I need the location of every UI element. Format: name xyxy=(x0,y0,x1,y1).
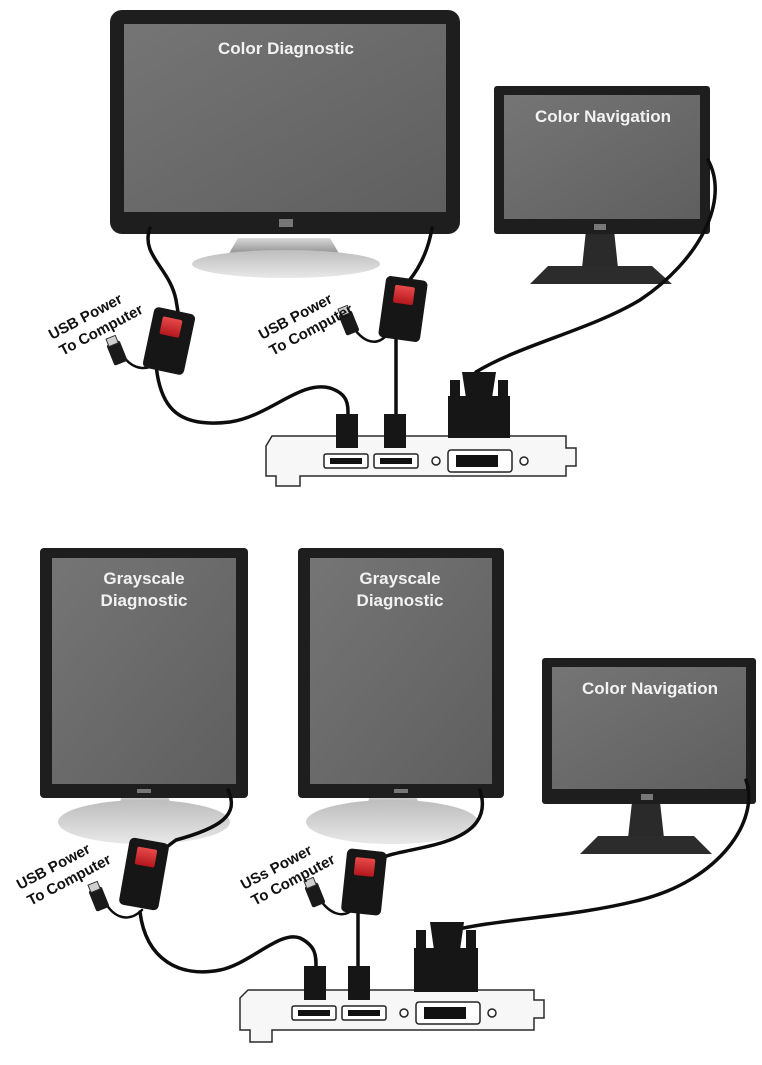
top-setup: Color Diagnostic Color Navigation xyxy=(46,10,717,487)
adapter-body xyxy=(341,848,387,916)
usb-plug-body xyxy=(304,882,326,908)
graphics-card xyxy=(239,989,545,1043)
display-port-connector-2 xyxy=(348,966,370,1000)
usb-adapter-left xyxy=(142,307,196,375)
usb-power-label-right: USB Power To Computer xyxy=(256,290,356,359)
usb-adapter-left xyxy=(119,837,169,911)
display-port-1-inner xyxy=(330,458,362,464)
color-navigation-monitor-bottom: Color Navigation xyxy=(542,658,756,854)
cable-main-left xyxy=(146,226,180,314)
dvi-port-pins xyxy=(424,1007,466,1019)
usb-plug-left xyxy=(87,880,110,912)
dvi-connector-body xyxy=(448,396,510,438)
monitor-screen xyxy=(504,95,700,219)
monitor-title: Color Navigation xyxy=(535,107,671,126)
monitor-screen xyxy=(552,667,746,789)
screw-hole xyxy=(431,456,441,466)
monitor-screen xyxy=(310,558,492,784)
color-navigation-monitor: Color Navigation xyxy=(494,86,710,284)
display-port-1-inner xyxy=(298,1010,330,1016)
dvi-connector-screw xyxy=(416,930,426,950)
display-port-connector-1 xyxy=(336,414,358,448)
adapter-body xyxy=(119,837,169,911)
monitor-stand-base xyxy=(580,836,712,854)
monitor-logo xyxy=(641,794,653,800)
usb-plug-tip xyxy=(87,880,101,894)
monitor-logo xyxy=(594,224,606,230)
monitor-stand xyxy=(582,230,618,268)
monitor-title-line-2: Diagnostic xyxy=(101,591,188,610)
usb-plug-tip xyxy=(337,304,351,318)
screw-hole xyxy=(399,1008,409,1018)
adapter-indicator xyxy=(353,857,376,877)
adapter-indicator xyxy=(159,316,183,338)
monitor-title-line-1: Grayscale xyxy=(103,569,184,588)
adapter-body xyxy=(142,307,196,375)
dvi-connector-body xyxy=(414,948,478,992)
dvi-connector-boot xyxy=(430,922,464,950)
usb-plug-body xyxy=(338,310,360,336)
usb-adapter-right xyxy=(378,276,428,342)
cable-nav-to-dvi xyxy=(444,778,751,934)
monitor-logo xyxy=(137,789,151,793)
cable-main-right xyxy=(406,226,434,284)
display-port-connector-2 xyxy=(384,414,406,448)
adapter-indicator xyxy=(134,846,158,868)
cable-left-adapter-to-card xyxy=(154,362,350,425)
usb-adapter-right xyxy=(341,848,387,916)
usb-plug-left xyxy=(105,334,128,366)
monitor-stand-base xyxy=(306,800,478,844)
screw-hole xyxy=(519,456,529,466)
dvi-port-pins xyxy=(456,455,498,467)
dvi-connector-boot xyxy=(462,372,496,398)
monitor-title-line-2: Diagnostic xyxy=(357,591,444,610)
monitor-stand-base xyxy=(192,250,380,278)
usb-plug-body xyxy=(106,340,128,366)
usb-plug-right xyxy=(303,876,326,908)
adapter-body xyxy=(378,276,428,342)
display-port-connector-1 xyxy=(304,966,326,1000)
cable-left-adapter-to-card xyxy=(138,910,318,974)
monitor-screen xyxy=(124,24,446,212)
usb-plug-body xyxy=(88,886,110,912)
grayscale-diagnostic-monitor-left: Grayscale Diagnostic xyxy=(40,548,248,844)
monitor-stand-base xyxy=(58,800,230,844)
dvi-connector xyxy=(448,372,510,438)
screw-hole xyxy=(487,1008,497,1018)
monitor-title: Color Diagnostic xyxy=(218,39,354,58)
cable-left-monitor xyxy=(166,788,234,848)
dvi-connector-screw xyxy=(466,930,476,950)
display-port-2-inner xyxy=(380,458,412,464)
monitor-stand-base xyxy=(530,266,672,284)
cable-middle-monitor xyxy=(376,788,485,862)
bottom-setup: Grayscale Diagnostic Grayscale Diagnosti… xyxy=(14,548,756,1043)
usb-plug-right xyxy=(337,304,360,336)
dvi-connector-screw xyxy=(498,380,508,398)
usb-power-label-left: USB Power To Computer xyxy=(46,290,146,359)
monitor-logo xyxy=(279,219,293,227)
monitor-logo xyxy=(394,789,408,793)
dvi-connector-screw xyxy=(450,380,460,398)
card-bracket xyxy=(265,435,577,487)
graphics-card xyxy=(265,435,577,487)
monitor-screen xyxy=(52,558,236,784)
adapter-indicator xyxy=(393,284,415,306)
grayscale-diagnostic-monitor-middle: Grayscale Diagnostic xyxy=(298,548,504,844)
usb-plug-tip xyxy=(303,876,317,890)
display-port-2-inner xyxy=(348,1010,380,1016)
monitor-title-line-1: Grayscale xyxy=(359,569,440,588)
card-bracket xyxy=(239,989,545,1043)
dvi-connector xyxy=(414,922,478,992)
color-diagnostic-monitor: Color Diagnostic xyxy=(110,10,460,278)
usb-plug-tip xyxy=(105,334,119,348)
monitor-stand xyxy=(628,802,664,838)
monitor-title: Color Navigation xyxy=(582,679,718,698)
cable-nav-to-dvi xyxy=(474,158,717,374)
